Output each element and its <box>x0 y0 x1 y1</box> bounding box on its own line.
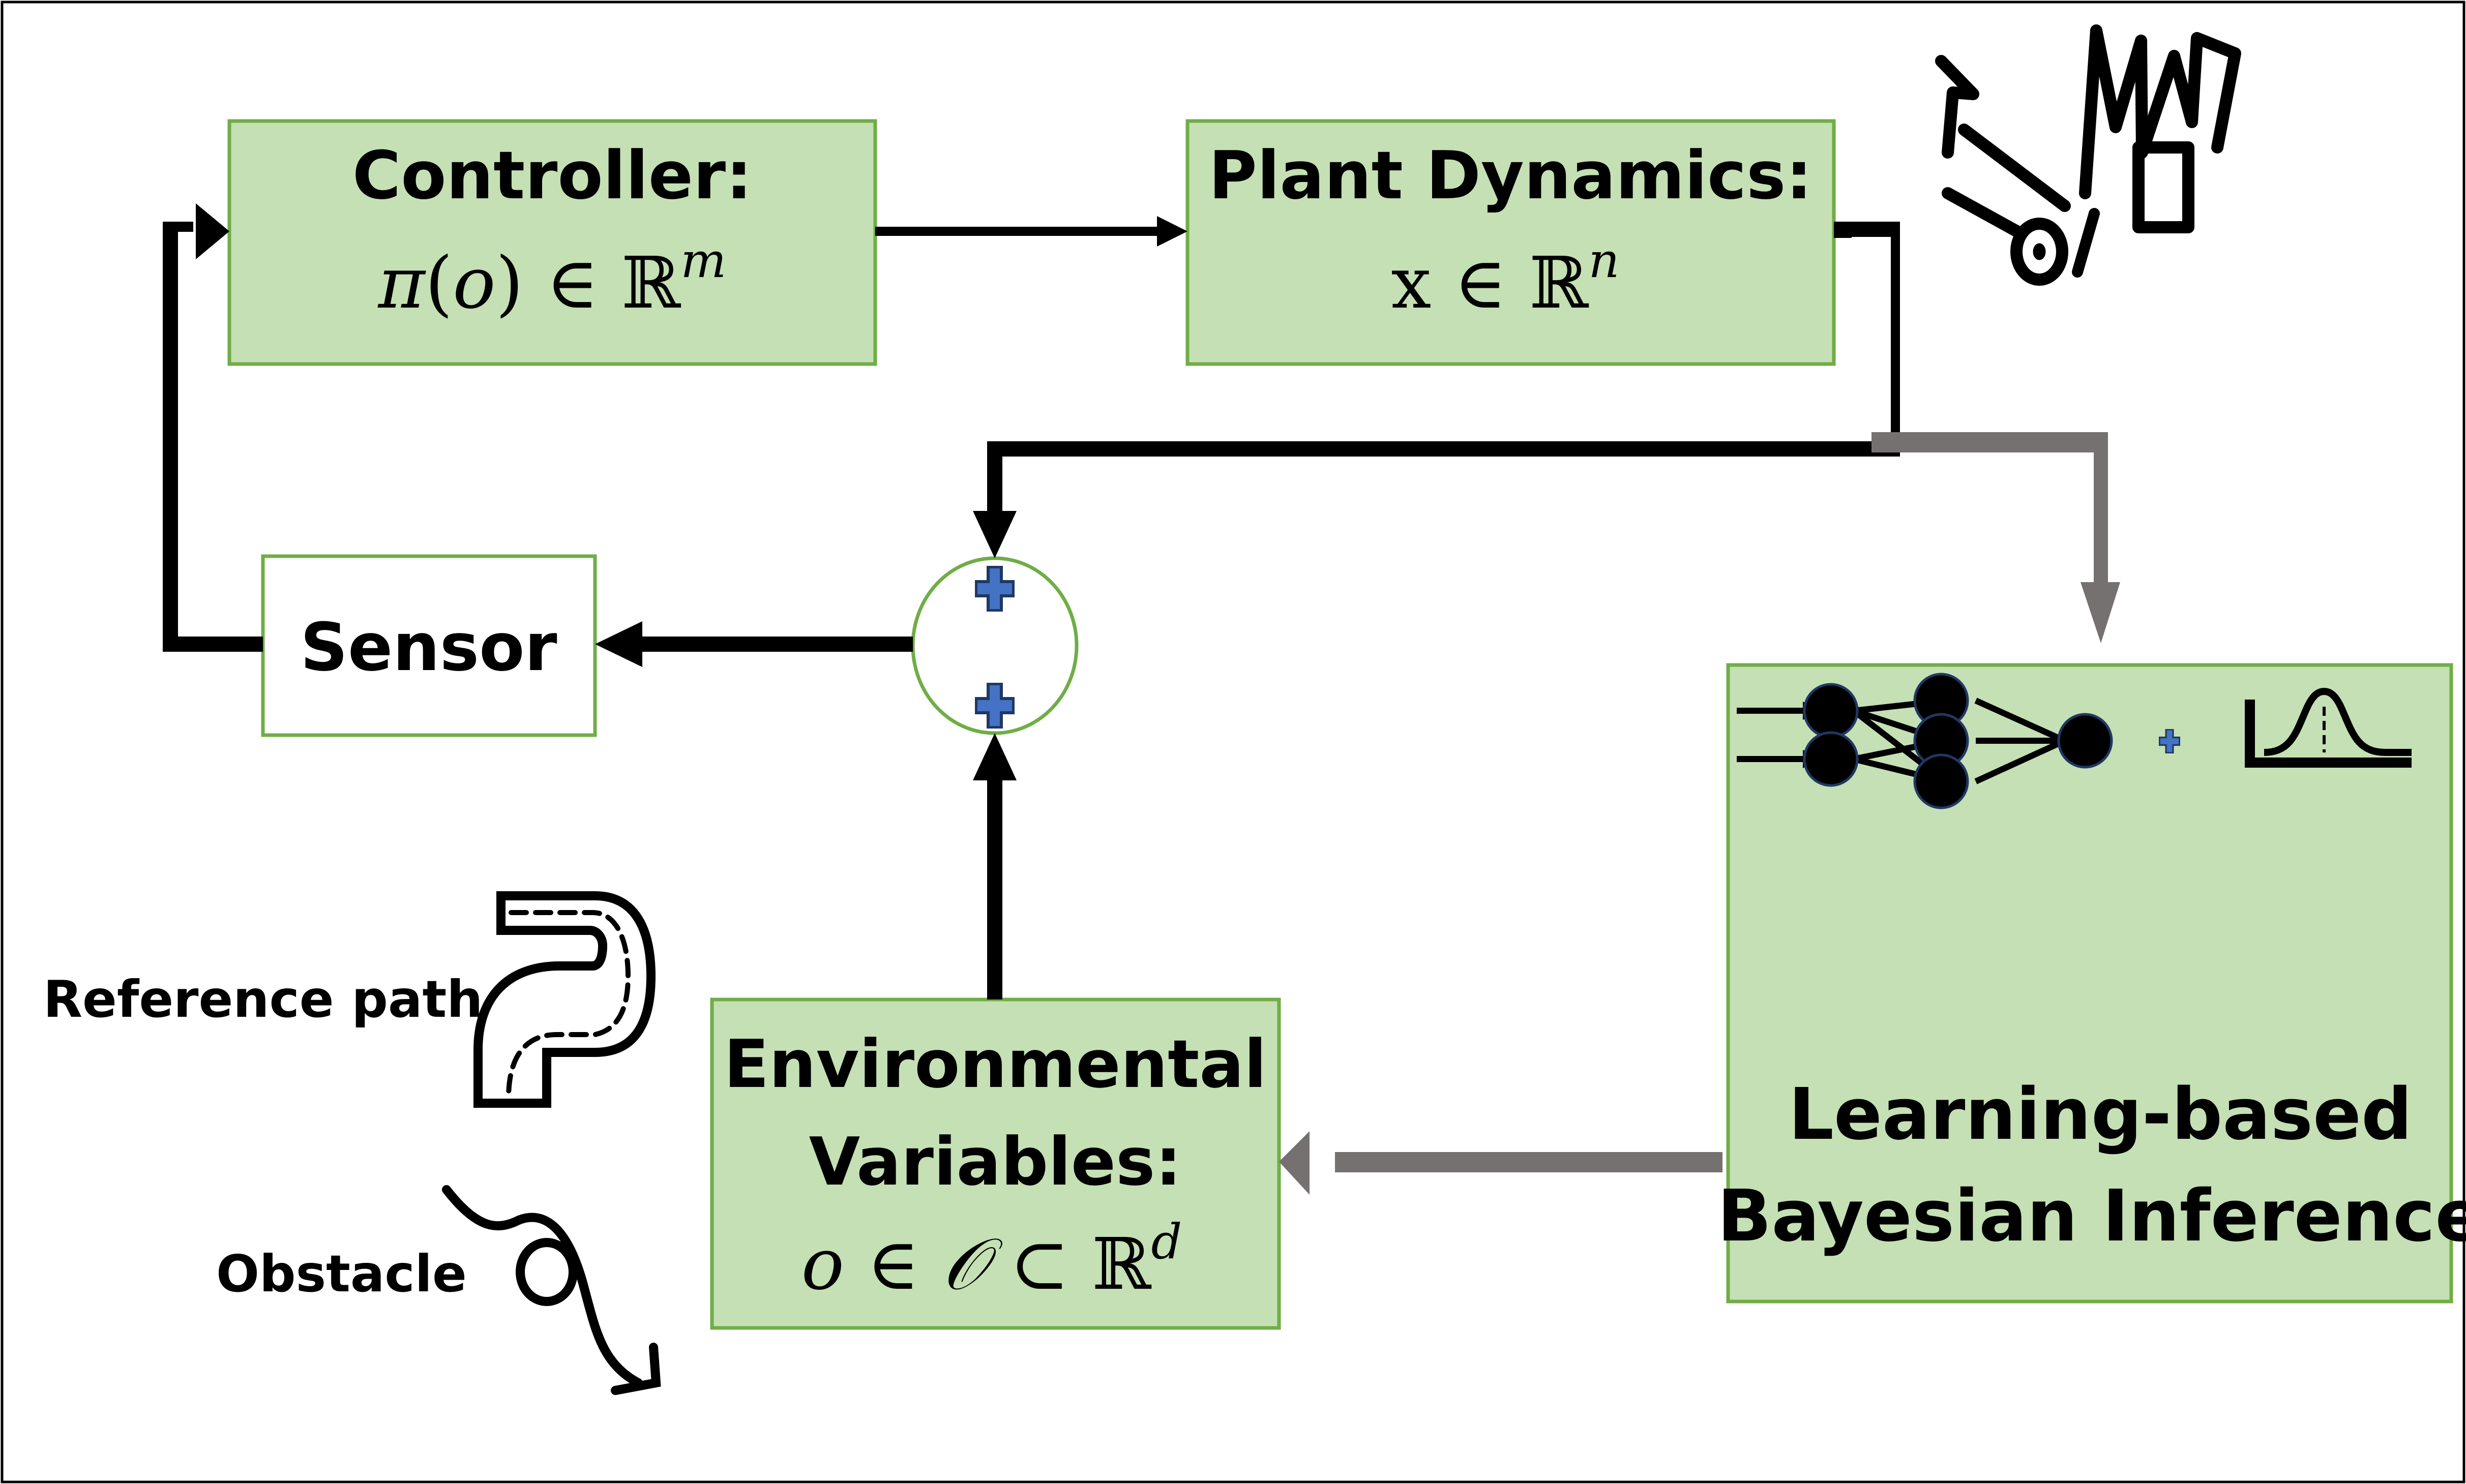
arrow-environment-to-summing <box>987 778 1002 1000</box>
bayesian-inference-block[interactable]: Learning-based Bayesian Inference <box>1717 663 2466 1304</box>
plant-formula: x ∈ ℝn <box>1391 233 1619 325</box>
arrow-plant-to-summing <box>987 441 1900 457</box>
environment-title-line1: Environmental <box>724 1025 1266 1103</box>
plant-dynamics-block[interactable]: Plant Dynamics: x ∈ ℝn <box>1185 119 1836 366</box>
arrow-inference-to-environment <box>1335 1152 1722 1172</box>
sensor-block[interactable]: Sensor <box>261 554 597 737</box>
road-path-icon <box>473 891 656 1108</box>
inference-title-line1: Learning-based <box>1789 1073 2413 1156</box>
legend: Reference path Obstacle <box>43 891 661 1395</box>
car-crash-icon <box>1935 24 2241 286</box>
arrow-sensor-to-controller <box>163 637 263 652</box>
environment-formula: o ∈ 𝒪 ⊂ ℝd <box>801 1214 1182 1306</box>
environment-title-line2: Variables: <box>809 1123 1182 1200</box>
plant-title: Plant Dynamics: <box>1209 137 1813 214</box>
arrows-black <box>163 203 1900 1000</box>
inference-title-line2: Bayesian Inference <box>1717 1175 2466 1258</box>
arrow-summing-to-sensor <box>640 637 913 652</box>
controller-formula: π(o) ∈ ℝm <box>377 233 727 325</box>
sensor-title: Sensor <box>300 609 557 686</box>
neural-network-icon <box>1737 673 2113 809</box>
gaussian-distribution-icon <box>2245 687 2412 768</box>
environmental-variables-block[interactable]: Environmental Variables: o ∈ 𝒪 ⊂ ℝd <box>710 997 1281 1330</box>
arrows-gray <box>1279 432 2120 1195</box>
legend-obstacle-label: Obstacle <box>216 1244 467 1304</box>
summing-junction[interactable] <box>911 556 1079 735</box>
controller-block[interactable]: Controller: π(o) ∈ ℝm <box>227 119 877 366</box>
obstacle-trajectory-icon <box>442 1185 661 1395</box>
arrow-controller-to-plant <box>875 227 1160 236</box>
controller-title: Controller: <box>352 137 752 214</box>
arrow-plant-to-inference <box>1871 432 2108 452</box>
legend-reference-path-label: Reference path <box>43 970 483 1029</box>
arrow-plant-output <box>1891 222 1900 450</box>
